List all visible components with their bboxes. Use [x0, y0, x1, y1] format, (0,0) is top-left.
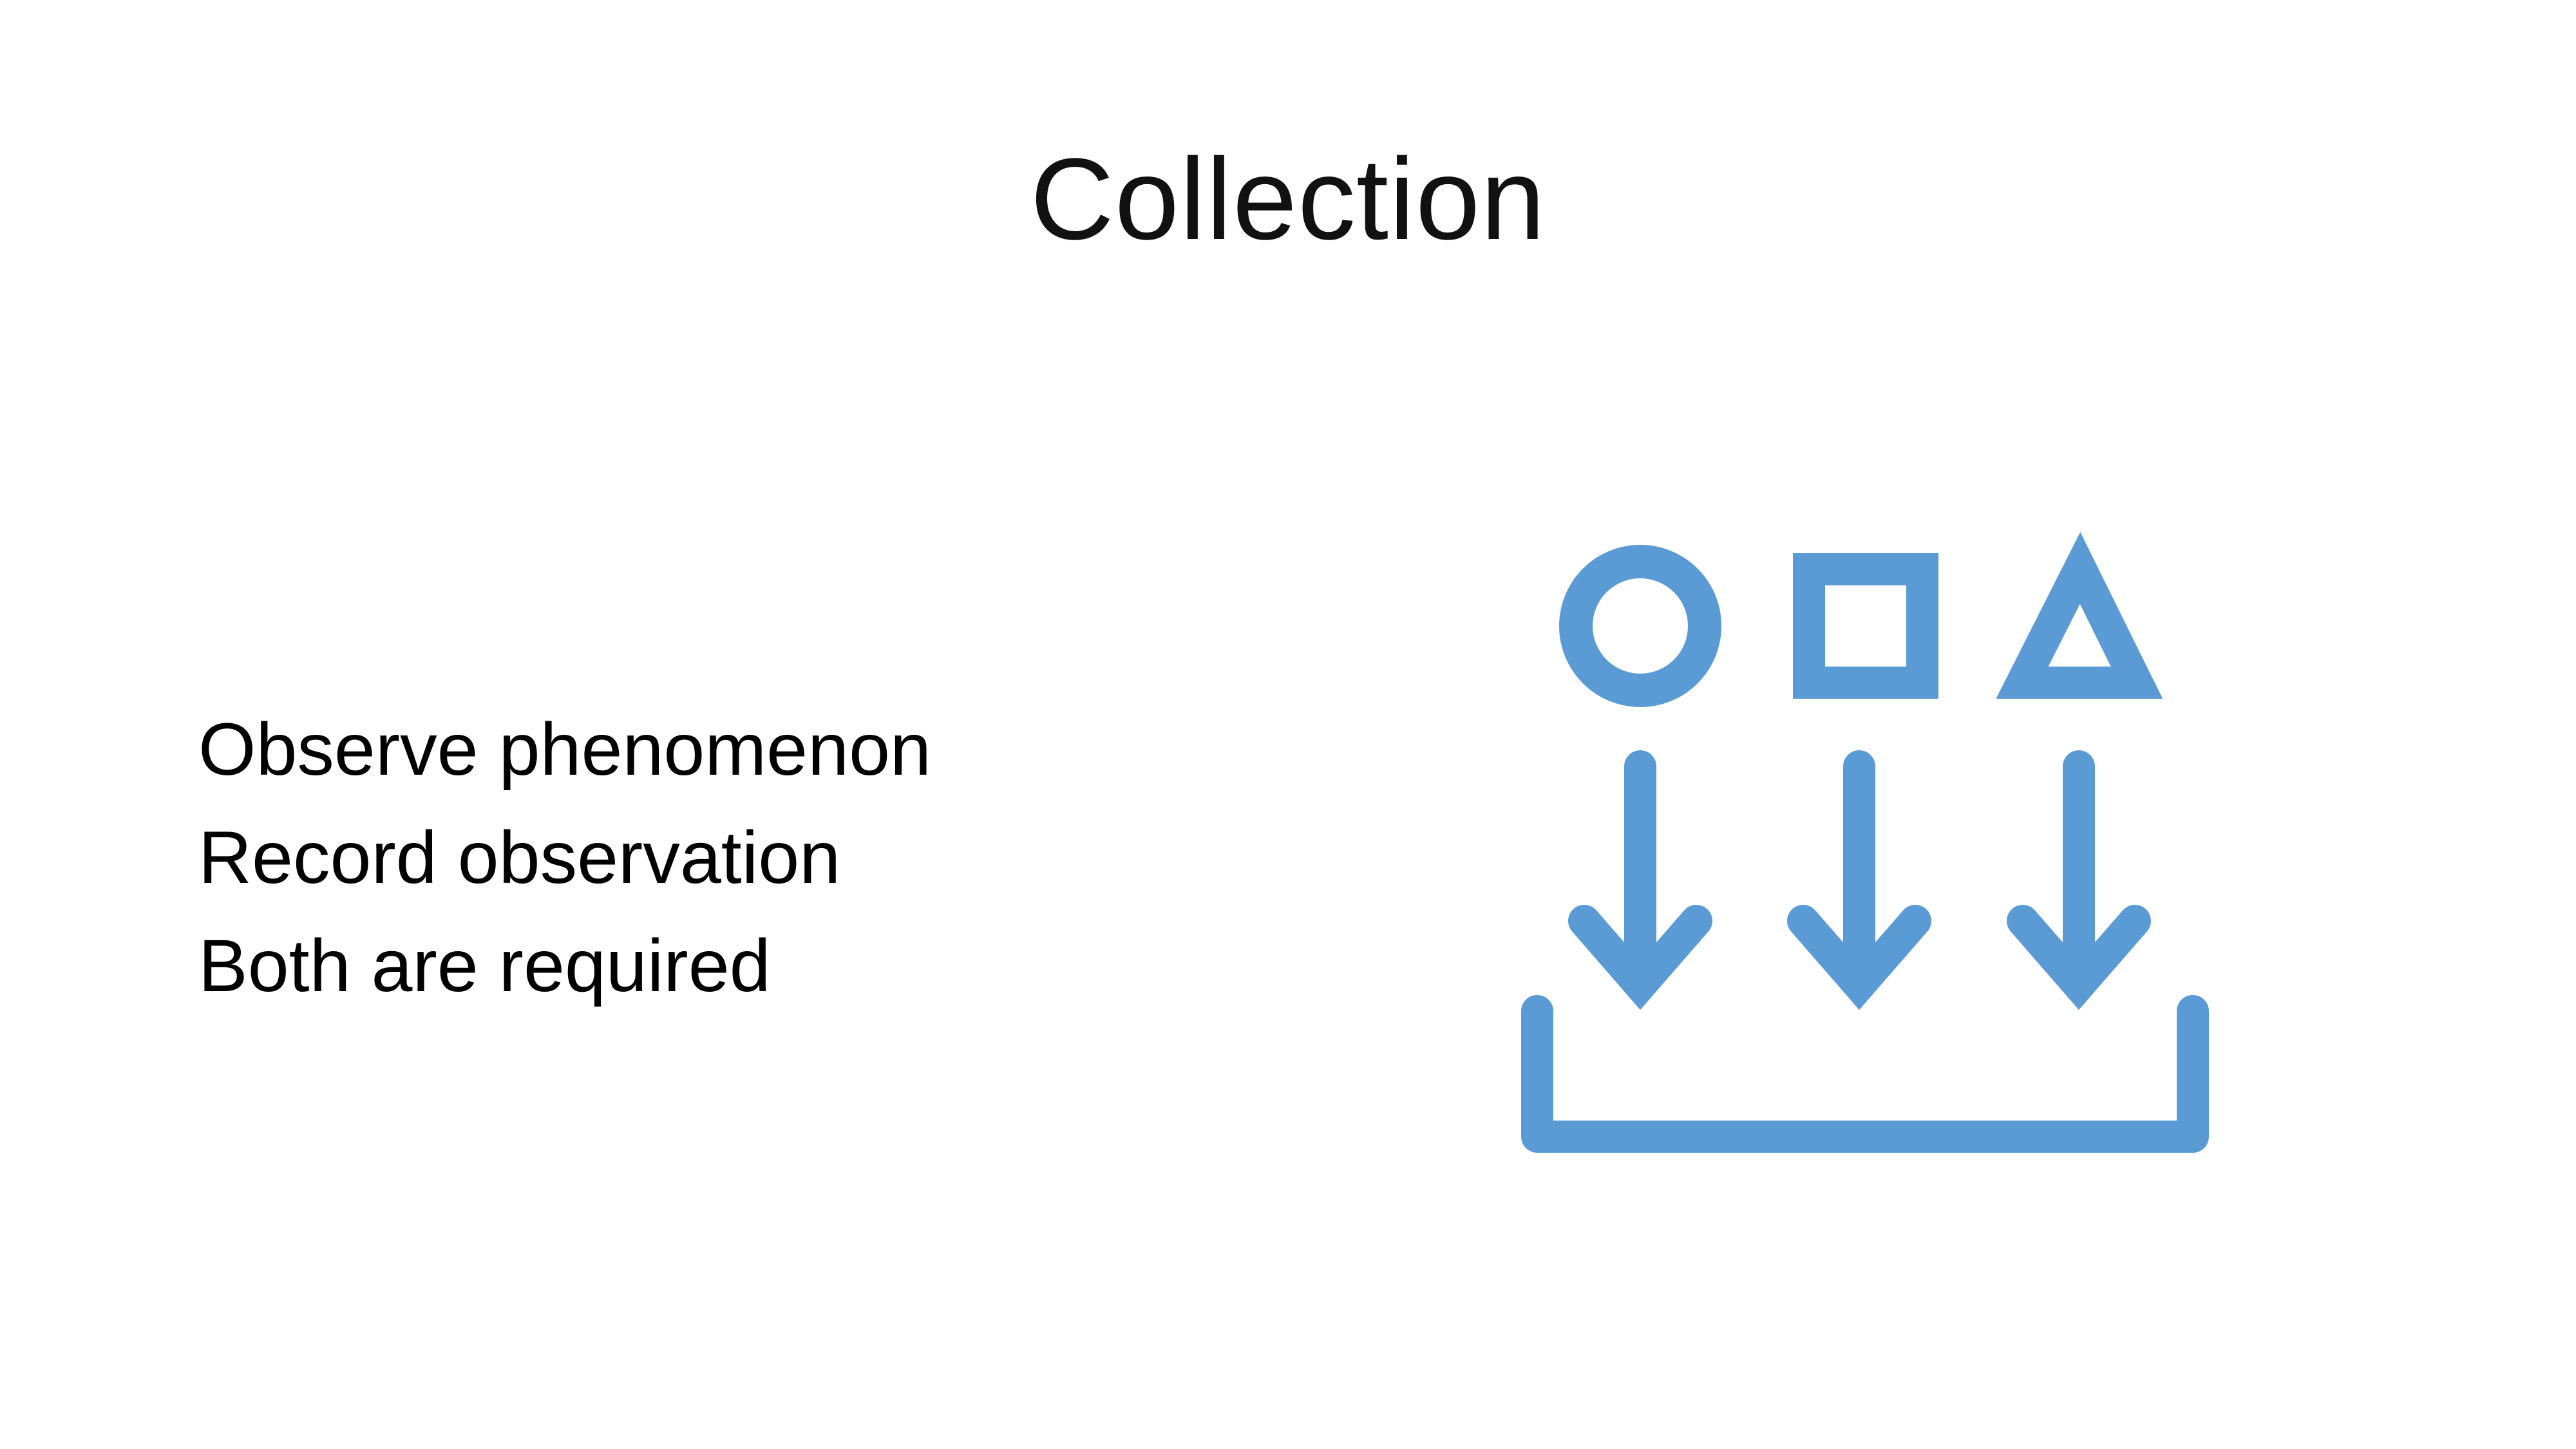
down-arrow-icon	[2007, 750, 2151, 1010]
bullet-item: Observe phenomenon	[198, 708, 931, 791]
data-collection-icon	[1501, 528, 2228, 1166]
square-icon	[1793, 553, 1938, 699]
tray-icon	[1521, 995, 2209, 1153]
down-arrow-icon	[1568, 750, 1712, 1010]
bullet-list: Observe phenomenon Record observation Bo…	[198, 696, 931, 1020]
slide-title: Collection	[1030, 135, 1546, 264]
circle-icon	[1559, 545, 1721, 707]
triangle-icon	[1996, 532, 2163, 699]
down-arrow-icon	[1787, 750, 1931, 1010]
bullet-item: Record observation	[198, 817, 841, 899]
bullet-item: Both are required	[198, 925, 771, 1007]
